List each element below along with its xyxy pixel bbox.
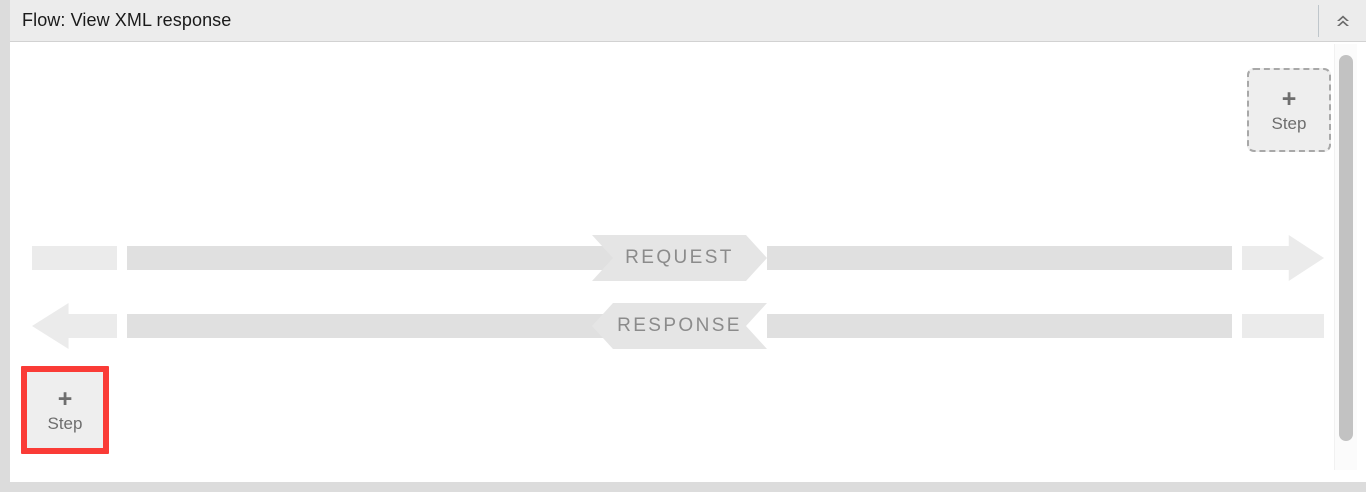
- response-banner-label: RESPONSE: [617, 315, 742, 336]
- request-banner-label: REQUEST: [625, 247, 734, 268]
- add-step-label: Step: [1271, 113, 1307, 133]
- response-arrow-head-left: [32, 303, 117, 349]
- add-step-button-bottom-left[interactable]: + Step: [21, 366, 109, 454]
- page-title: Flow: View XML response: [22, 10, 232, 30]
- response-segment-end: [1242, 314, 1324, 338]
- response-track-left: [127, 314, 647, 338]
- header-divider: [1318, 5, 1319, 37]
- flow-row-response: RESPONSE: [10, 303, 1366, 349]
- flow-header: Flow: View XML response: [10, 0, 1366, 42]
- request-track-right: [767, 246, 1232, 270]
- request-arrow-head-right: [1242, 235, 1324, 281]
- request-banner: REQUEST: [592, 235, 767, 281]
- plus-icon: +: [1281, 84, 1297, 113]
- flow-row-request: REQUEST: [10, 235, 1366, 281]
- collapse-panel-button[interactable]: [1320, 0, 1366, 41]
- add-step-label: Step: [47, 413, 83, 433]
- double-chevron-up-icon: [1332, 10, 1354, 32]
- vertical-scrollbar-thumb[interactable]: [1339, 55, 1353, 441]
- request-segment-start: [32, 246, 117, 270]
- add-step-button-top-right[interactable]: + Step: [1247, 68, 1331, 152]
- vertical-scrollbar-track[interactable]: [1334, 44, 1357, 470]
- response-banner: RESPONSE: [592, 303, 767, 349]
- flow-canvas: + Step REQUEST RESPONSE + Step: [10, 42, 1366, 482]
- plus-icon: +: [57, 384, 73, 413]
- request-track-left: [127, 246, 647, 270]
- response-track-right: [767, 314, 1232, 338]
